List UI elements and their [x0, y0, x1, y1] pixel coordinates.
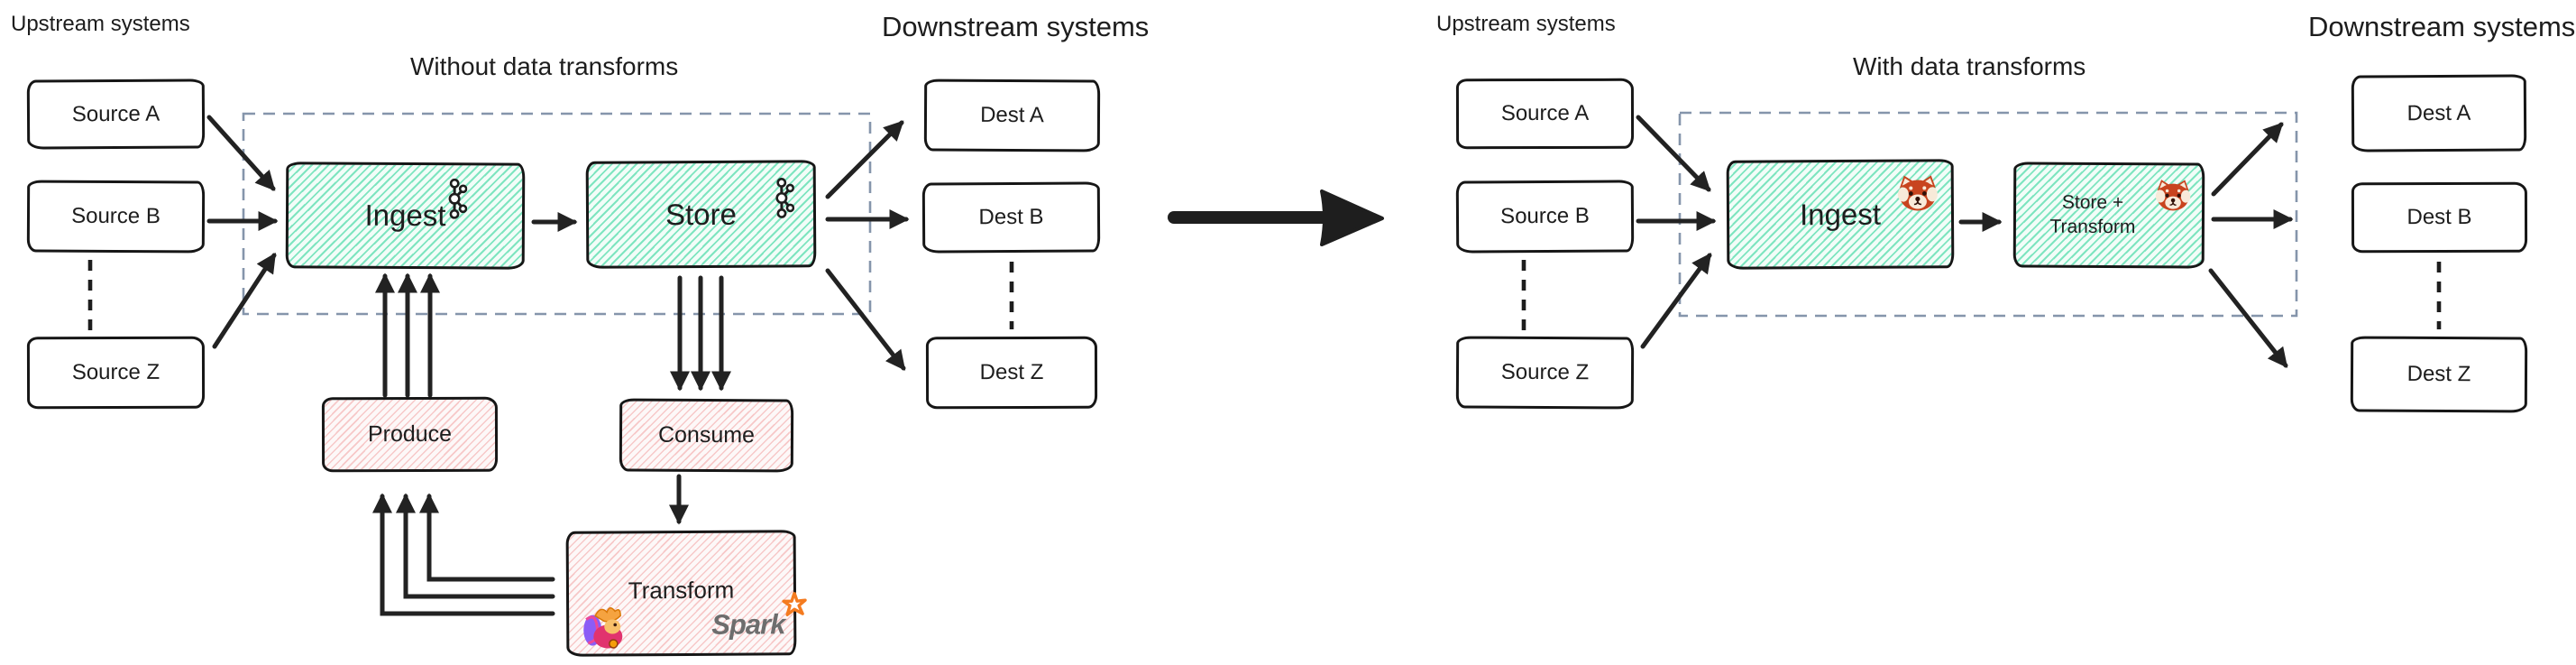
left-downstream-label: Downstream systems	[882, 11, 1150, 42]
node-label: Source B	[1500, 203, 1590, 229]
left-node-transform: Transform Spark	[565, 530, 807, 657]
arrow-left-store-destA	[825, 120, 904, 199]
left-node-dest-z: Dest Z	[925, 336, 1098, 410]
arrow-left-sourceZ-ingest	[212, 253, 277, 349]
arrow-left-transform-produce-2	[395, 493, 555, 599]
node-label: Source B	[71, 203, 160, 229]
left-node-ingest: Ingest	[285, 162, 526, 270]
node-label: Consume	[657, 421, 756, 448]
right-node-store-transform: Store + Transform	[2012, 162, 2205, 269]
node-label-line2: Transform	[2049, 216, 2136, 237]
node-label: Source Z	[71, 359, 160, 385]
right-upstream-label: Upstream systems	[1436, 12, 1616, 36]
left-node-consume: Consume	[619, 398, 794, 473]
spark-wordmark: Spark	[711, 608, 785, 641]
big-transition-arrow	[1168, 189, 1384, 246]
arrow-right-sourceA-ingest	[1636, 115, 1711, 192]
spark-star-icon	[782, 592, 807, 616]
node-label: Store	[665, 197, 738, 231]
arrow-left-sourceA-ingest	[206, 115, 276, 191]
kafka-icon	[448, 178, 468, 219]
right-node-dest-b: Dest B	[2351, 181, 2528, 254]
left-upstream-label: Upstream systems	[11, 12, 190, 36]
right-node-ingest: Ingest	[1726, 159, 1955, 270]
left-node-store: Store	[585, 160, 817, 269]
left-node-source-b: Source B	[26, 180, 206, 254]
node-label: Dest Z	[979, 359, 1044, 385]
left-node-source-a: Source A	[26, 79, 206, 150]
right-node-dest-a: Dest A	[2351, 74, 2527, 152]
node-label: Source A	[71, 101, 160, 126]
node-label-line1: Store +	[2061, 191, 2124, 214]
spark-logo: Spark	[711, 592, 809, 643]
flink-squirrel-icon	[583, 606, 623, 649]
left-node-dest-b: Dest B	[921, 181, 1101, 254]
left-panel-title: Without data transforms	[410, 52, 679, 80]
right-node-dest-z: Dest Z	[2350, 336, 2528, 413]
node-label: Dest B	[978, 204, 1044, 230]
node-label: Ingest	[364, 198, 446, 233]
arrow-left-transform-produce-3	[418, 493, 555, 582]
redpanda-icon	[2155, 180, 2191, 211]
right-panel-title: With data transforms	[1853, 52, 2086, 80]
node-label: Dest A	[2406, 100, 2471, 125]
arrow-right-storetransform-destZ	[2208, 268, 2288, 368]
kafka-icon	[775, 178, 795, 218]
node-label: Produce	[367, 420, 453, 448]
node-label: Dest B	[2406, 204, 2472, 230]
node-label: Dest Z	[2406, 361, 2471, 387]
left-pipeline-boundary	[242, 112, 872, 316]
right-pipeline-boundary	[1678, 111, 2298, 318]
node-label: Ingest	[1799, 197, 1882, 231]
node-label: Source A	[1500, 100, 1590, 126]
node-label: Dest A	[980, 102, 1044, 128]
right-node-source-z: Source Z	[1455, 336, 1635, 410]
node-label: Source Z	[1500, 359, 1590, 385]
arrow-right-sourceZ-ingest	[1640, 253, 1712, 349]
left-node-source-z: Source Z	[26, 336, 206, 410]
right-downstream-label: Downstream systems	[2308, 11, 2576, 42]
arrow-left-transform-produce-1	[371, 493, 555, 616]
left-node-dest-a: Dest A	[923, 79, 1101, 152]
right-node-source-a: Source A	[1455, 78, 1635, 150]
arrow-right-storetransform-destA	[2211, 122, 2284, 197]
arrow-left-store-destZ	[825, 268, 906, 371]
redpanda-icon	[1897, 175, 1938, 211]
right-node-source-b: Source B	[1455, 180, 1635, 254]
node-label: Store + Transform	[2049, 191, 2135, 239]
left-node-produce: Produce	[321, 396, 499, 473]
